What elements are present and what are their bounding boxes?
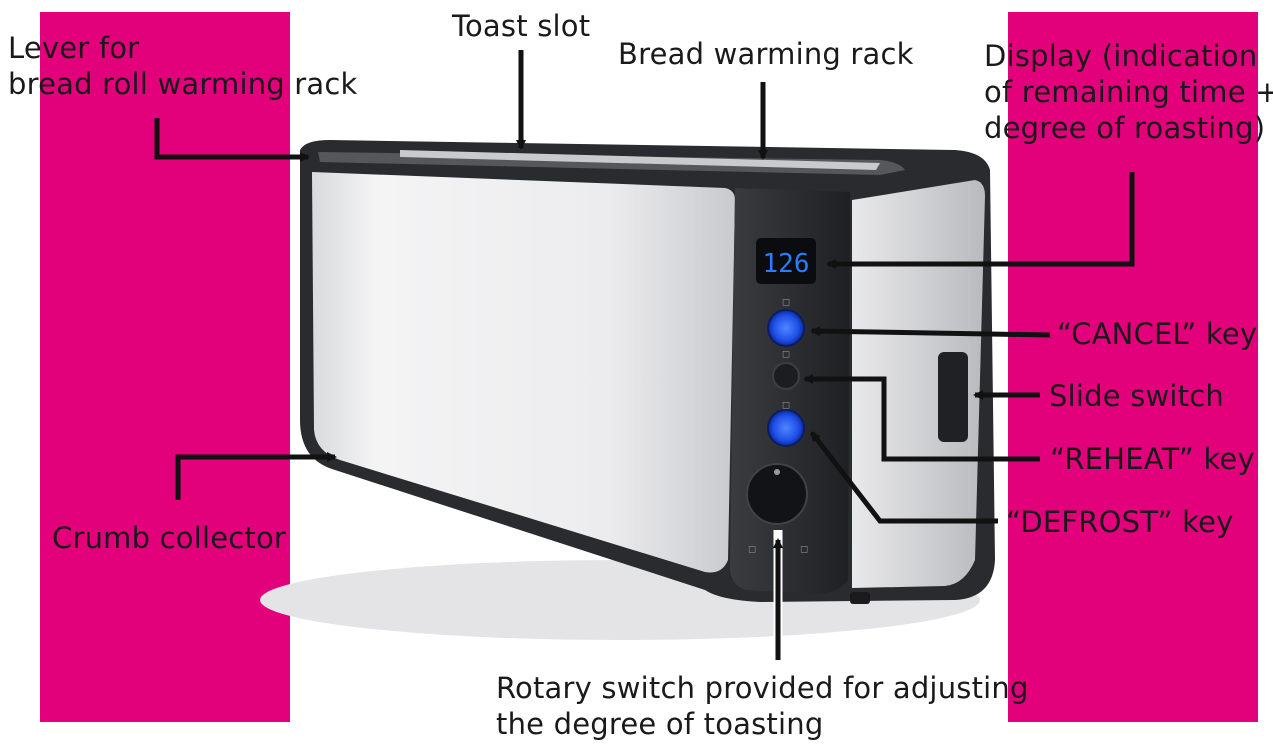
label-crumb-collector: Crumb collector bbox=[52, 521, 287, 555]
label-reheat-key: “REHEAT” key bbox=[1050, 442, 1255, 476]
label-display-line-1: Display (indication bbox=[984, 39, 1258, 73]
rotary-max-mark: ◻ bbox=[800, 544, 808, 555]
arrow-defrost bbox=[810, 431, 998, 524]
label-bread-rack: Bread warming rack bbox=[618, 37, 914, 71]
reheat-key-symbol: ◻ bbox=[782, 349, 790, 360]
display-screen bbox=[756, 238, 816, 284]
arrow-crumb bbox=[175, 452, 337, 500]
display-readout: 126 bbox=[763, 249, 810, 279]
label-rotary-line-2: the degree of toasting bbox=[496, 707, 824, 741]
cancel-key-symbol: ◻ bbox=[782, 297, 790, 308]
slide-switch[interactable] bbox=[938, 352, 968, 442]
rotary-min-mark: ◻ bbox=[748, 544, 756, 555]
toaster-foot bbox=[850, 592, 870, 604]
label-lever-line-2: bread roll warming rack bbox=[8, 67, 358, 101]
label-display-line-2: of remaining time + bbox=[984, 75, 1273, 109]
label-display-line-3: degree of roasting) bbox=[984, 111, 1266, 145]
defrost-key-symbol: ◻ bbox=[782, 400, 790, 411]
label-cancel-key: “CANCEL” key bbox=[1057, 317, 1258, 351]
toaster-side-panel bbox=[852, 180, 985, 588]
arrow-cancel bbox=[810, 326, 1051, 338]
rotary-knob[interactable] bbox=[746, 463, 808, 525]
defrost-key[interactable] bbox=[767, 409, 805, 447]
cancel-key[interactable] bbox=[767, 309, 805, 347]
arrow-lever bbox=[154, 118, 310, 162]
label-lever-line-1: Lever for bbox=[8, 31, 140, 65]
label-lever: Lever for bread roll warming rack bbox=[8, 30, 358, 102]
label-slide-switch: Slide switch bbox=[1049, 379, 1224, 413]
arrow-display bbox=[826, 172, 1135, 269]
pink-highlight-left bbox=[40, 12, 290, 722]
toast-slot-opening bbox=[400, 150, 880, 170]
reheat-key[interactable] bbox=[772, 362, 800, 390]
label-display: Display (indication of remaining time + … bbox=[984, 38, 1273, 146]
label-rotary-line-1: Rotary switch provided for adjusting bbox=[496, 671, 1029, 705]
toaster-front-panel bbox=[312, 172, 735, 573]
pink-highlight-right bbox=[1008, 12, 1258, 722]
arrow-reheat bbox=[803, 374, 1040, 462]
label-defrost-key: “DEFROST” key bbox=[1006, 505, 1234, 539]
label-rotary-switch: Rotary switch provided for adjusting the… bbox=[496, 670, 1029, 742]
label-toast-slot: Toast slot bbox=[452, 9, 591, 43]
rotary-knob-indicator bbox=[774, 469, 780, 475]
